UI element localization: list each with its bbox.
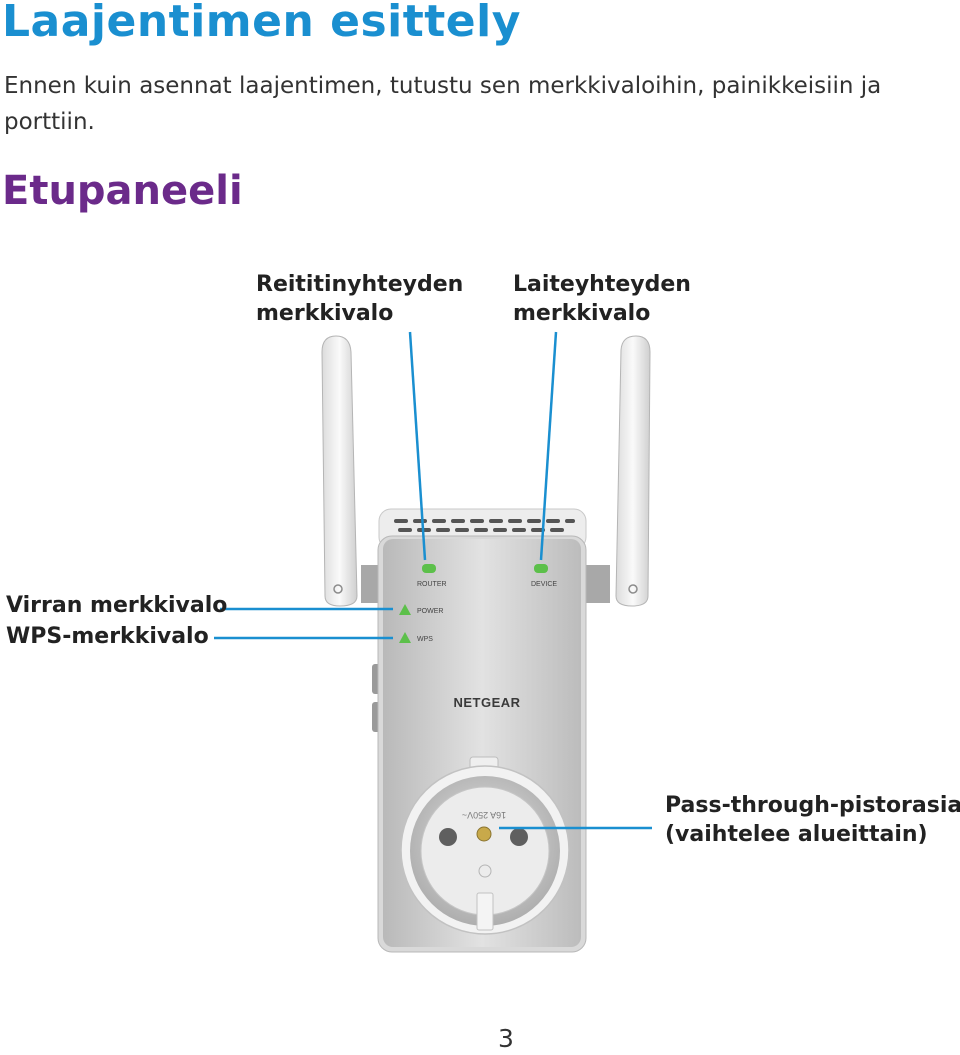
device-led-callout: Laiteyhteyden merkkivalo [513,270,691,328]
section-heading: Etupaneeli [2,168,243,214]
power-label: POWER [417,608,443,615]
device-callout-line-1: Laiteyhteyden [513,272,691,297]
wps-led-callout: WPS-merkkivalo [6,624,209,649]
socket-callout: Pass-through-pistorasia (vaihtelee aluei… [665,791,960,849]
device-callout-line-2: merkkivalo [513,301,651,326]
router-callout-line-2: merkkivalo [256,301,394,326]
device-led [534,564,548,573]
socket-rating: 16A 250V~ [462,810,506,820]
power-led [399,604,411,615]
router-led-callout: Reititinyhteyden merkkivalo [256,270,463,328]
socket-callout-line-2: (vaihtelee alueittain) [665,822,928,847]
callout-lines [214,331,652,830]
wps-label: WPS [417,636,433,643]
router-callout-line [408,331,427,561]
pass-through-socket: 16A 250V~ [400,756,570,935]
device-callout-line [539,331,558,561]
intro-text: Ennen kuin asennat laajentimen, tutustu … [4,73,882,135]
left-antenna [321,335,385,607]
page-number: 3 [498,1024,514,1053]
router-callout-line-1: Reititinyhteyden [256,272,464,297]
right-antenna [584,335,651,607]
device-label: DEVICE [531,581,557,588]
socket-callout-line-1: Pass-through-pistorasia [665,793,960,818]
wps-led [399,632,411,643]
brand-logo: NETGEAR [453,695,520,710]
page-title: Laajentimen esittely [2,0,521,47]
router-led [422,564,436,573]
router-label: ROUTER [417,581,447,588]
power-led-callout: Virran merkkivalo [6,593,228,618]
